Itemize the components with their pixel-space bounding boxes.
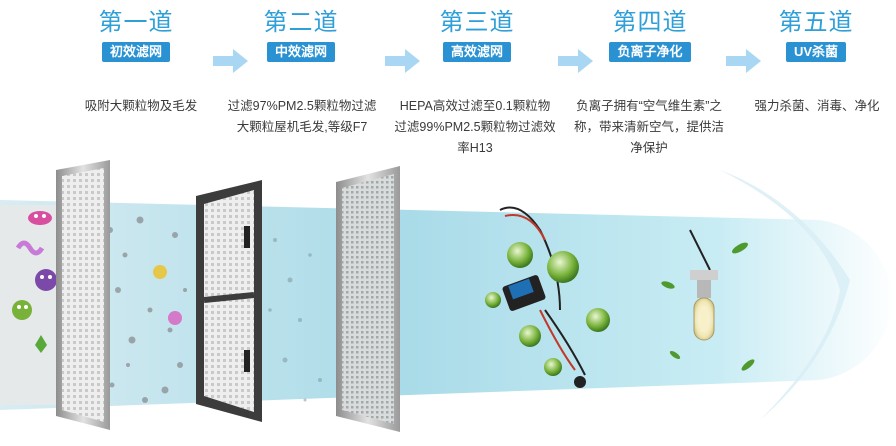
- stage-2-title: 第二道: [263, 9, 339, 36]
- stage-2-badge: 中效滤网: [266, 42, 335, 62]
- right-arrow-icon: [558, 49, 593, 73]
- stage-2-description: 过滤97%PM2.5颗粒物过滤大颗粒屋机毛发,等级F7: [227, 99, 377, 134]
- leaf-icon: [661, 242, 755, 371]
- right-arrow-icon: [726, 49, 761, 73]
- stage-1-description: 吸附大颗粒物及毛发: [84, 99, 198, 113]
- ion-generator-icon: [485, 206, 610, 388]
- stage-3-description: HEPA高效过滤至0.1颗粒物过滤99%PM2.5颗粒物过滤效率H13: [394, 99, 556, 155]
- stage-4-description: 负离子拥有“空气维生素”之称，带来清新空气，提供洁净保护: [574, 99, 725, 155]
- stage-5-header: 第五道 UV杀菌: [746, 8, 886, 62]
- stage-1-title: 第一道: [98, 9, 174, 36]
- airflow-band: [0, 200, 896, 410]
- bacteria-icon: [12, 211, 182, 353]
- stage-1-header: 第一道 初效滤网: [66, 8, 206, 62]
- uv-lamp-icon: [689, 229, 718, 341]
- stage-3-title: 第三道: [439, 9, 515, 36]
- stage-5-title: 第五道: [778, 9, 854, 36]
- stage-1-badge: 初效滤网: [101, 42, 170, 62]
- stage-5-badge: UV杀菌: [785, 42, 847, 62]
- right-arrow-icon: [385, 49, 420, 73]
- stage-4-title: 第四道: [612, 9, 688, 36]
- stage-2-header: 第二道 中效滤网: [231, 8, 371, 62]
- stage-3-header: 第三道 高效滤网: [407, 8, 547, 62]
- filtration-illustration: [0, 160, 896, 432]
- stage-3-badge: 高效滤网: [442, 42, 511, 62]
- stage-4-badge: 负离子净化: [609, 42, 691, 62]
- stage-4-header: 第四道 负离子净化: [580, 8, 720, 62]
- primary-filter: [56, 160, 110, 430]
- stage-5-description: 强力杀菌、消毒、净化: [754, 99, 880, 113]
- right-arrow-icon: [213, 49, 248, 73]
- hepa-filter: [336, 166, 400, 432]
- medium-filter: [196, 180, 262, 422]
